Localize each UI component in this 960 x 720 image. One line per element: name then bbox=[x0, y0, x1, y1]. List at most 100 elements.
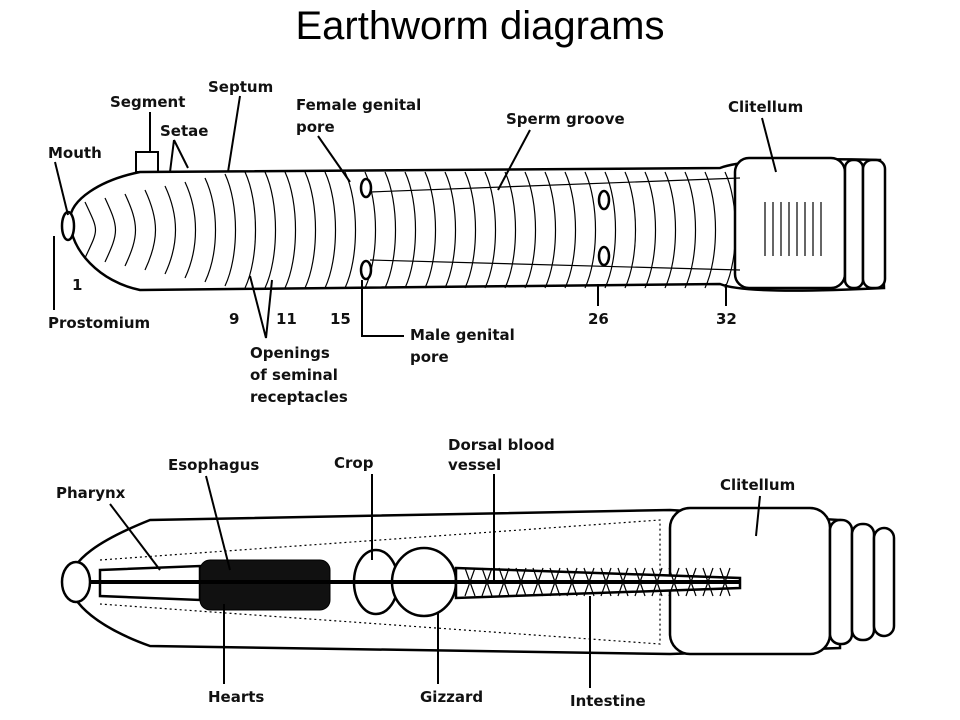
hearts-region bbox=[199, 559, 331, 611]
segment-ring bbox=[344, 171, 357, 289]
label-dorsal-2: vessel bbox=[448, 456, 501, 474]
vessel-branch bbox=[583, 567, 595, 583]
segment-number-32: 32 bbox=[716, 310, 737, 328]
label-mouth: Mouth bbox=[48, 144, 102, 162]
label-sperm-groove: Sperm groove bbox=[506, 110, 625, 128]
external-segments bbox=[84, 171, 737, 289]
label-pharynx: Pharynx bbox=[56, 484, 126, 502]
segment-ring bbox=[684, 171, 697, 289]
vessel-branch bbox=[685, 581, 697, 597]
leader-sperm-groove bbox=[497, 129, 531, 191]
vessel-branch bbox=[634, 567, 646, 583]
segment-number-26: 26 bbox=[588, 310, 609, 328]
segment-ring bbox=[504, 171, 517, 289]
vessel-branch bbox=[719, 567, 731, 583]
segment-ring bbox=[304, 171, 317, 289]
segment-ring bbox=[564, 171, 577, 289]
segment-ring bbox=[704, 171, 717, 289]
vessel-branch bbox=[498, 567, 510, 583]
vessel-branch bbox=[702, 567, 714, 583]
segment-ring bbox=[384, 171, 397, 289]
label-septum: Septum bbox=[208, 78, 273, 96]
vessel-branch bbox=[651, 567, 663, 583]
segment-ring bbox=[424, 171, 437, 289]
sperm-groove-line bbox=[369, 177, 741, 193]
vessel-branch bbox=[583, 581, 595, 597]
clitellum-stripes bbox=[764, 202, 822, 256]
external-clitellum bbox=[733, 156, 847, 290]
vessel-branch bbox=[532, 567, 544, 583]
external-view: Mouth Segment Setae Septum Female genita… bbox=[48, 78, 887, 406]
segment-ring bbox=[104, 197, 116, 263]
segment-ring bbox=[244, 171, 257, 289]
male-pore-mark bbox=[359, 259, 373, 281]
internal-view: Pharynx Esophagus Crop Dorsal blood vess… bbox=[56, 436, 896, 710]
segment-ring bbox=[124, 193, 136, 267]
label-dorsal-1: Dorsal blood bbox=[448, 436, 555, 454]
vessel-branch bbox=[566, 567, 578, 583]
segment-number-15: 15 bbox=[330, 310, 351, 328]
vessel-branch bbox=[719, 581, 731, 597]
label-female-pore-2: pore bbox=[296, 118, 335, 136]
segment-ring bbox=[524, 171, 537, 289]
leader-segment bbox=[135, 112, 159, 173]
label-male-pore-1: Male genital bbox=[410, 326, 515, 344]
segment-number-11: 11 bbox=[276, 310, 297, 328]
segment-ring bbox=[204, 177, 217, 283]
leader-mouth bbox=[54, 161, 69, 216]
pore-mark bbox=[597, 245, 611, 267]
segment-ring bbox=[624, 171, 637, 289]
label-openings-3: receptacles bbox=[250, 388, 348, 406]
segment-ring bbox=[164, 185, 177, 275]
segment-ring bbox=[664, 171, 677, 289]
segment-ring bbox=[184, 181, 197, 279]
label-clitellum-bottom: Clitellum bbox=[720, 476, 795, 494]
segment-number-1: 1 bbox=[72, 276, 82, 294]
segment-ring bbox=[484, 171, 497, 289]
leader-female-pore bbox=[317, 135, 351, 183]
pore-mark bbox=[597, 189, 611, 211]
label-female-pore-1: Female genital bbox=[296, 96, 421, 114]
label-openings-1: Openings bbox=[250, 344, 330, 362]
vessel-branch bbox=[464, 567, 476, 583]
leader-openings bbox=[249, 275, 273, 339]
vessel-branches bbox=[464, 567, 731, 597]
vessel-branch bbox=[515, 567, 527, 583]
vessel-branch bbox=[566, 581, 578, 597]
leader-clitellum-bottom bbox=[755, 495, 761, 537]
label-hearts: Hearts bbox=[208, 688, 264, 706]
segment-ring bbox=[444, 171, 457, 289]
vessel-branch bbox=[617, 567, 629, 583]
sperm-groove-line bbox=[369, 259, 741, 271]
segment-ring bbox=[84, 201, 96, 259]
segment-ring bbox=[144, 189, 157, 271]
vessel-branch bbox=[600, 581, 612, 597]
tail-segment bbox=[843, 158, 865, 290]
label-setae: Setae bbox=[160, 122, 208, 140]
leader-male-pore bbox=[361, 280, 404, 337]
vessel-branch bbox=[651, 581, 663, 597]
leader-setae bbox=[169, 139, 189, 173]
leader-esophagus bbox=[205, 475, 231, 571]
mouth-shape bbox=[60, 210, 76, 242]
tail-segment bbox=[828, 518, 854, 646]
leader-clitellum-top bbox=[761, 117, 777, 173]
tail-segment bbox=[861, 158, 887, 290]
vessel-branch bbox=[481, 567, 493, 583]
prostomium-shape bbox=[60, 560, 92, 604]
vessel-branch bbox=[481, 581, 493, 597]
segment-ring bbox=[404, 171, 417, 289]
vessel-branch bbox=[549, 567, 561, 583]
segment-ring bbox=[644, 171, 657, 289]
label-openings-2: of seminal bbox=[250, 366, 338, 384]
leader-septum bbox=[227, 95, 241, 173]
vessel-branch bbox=[617, 581, 629, 597]
tail-segment bbox=[872, 526, 896, 638]
vessel-branch bbox=[498, 581, 510, 597]
female-pore-mark bbox=[359, 177, 373, 199]
label-crop: Crop bbox=[334, 454, 374, 472]
label-segment: Segment bbox=[110, 93, 185, 111]
vessel-branch bbox=[532, 581, 544, 597]
vessel-branch bbox=[600, 567, 612, 583]
page-title: Earthworm diagrams bbox=[295, 4, 665, 48]
